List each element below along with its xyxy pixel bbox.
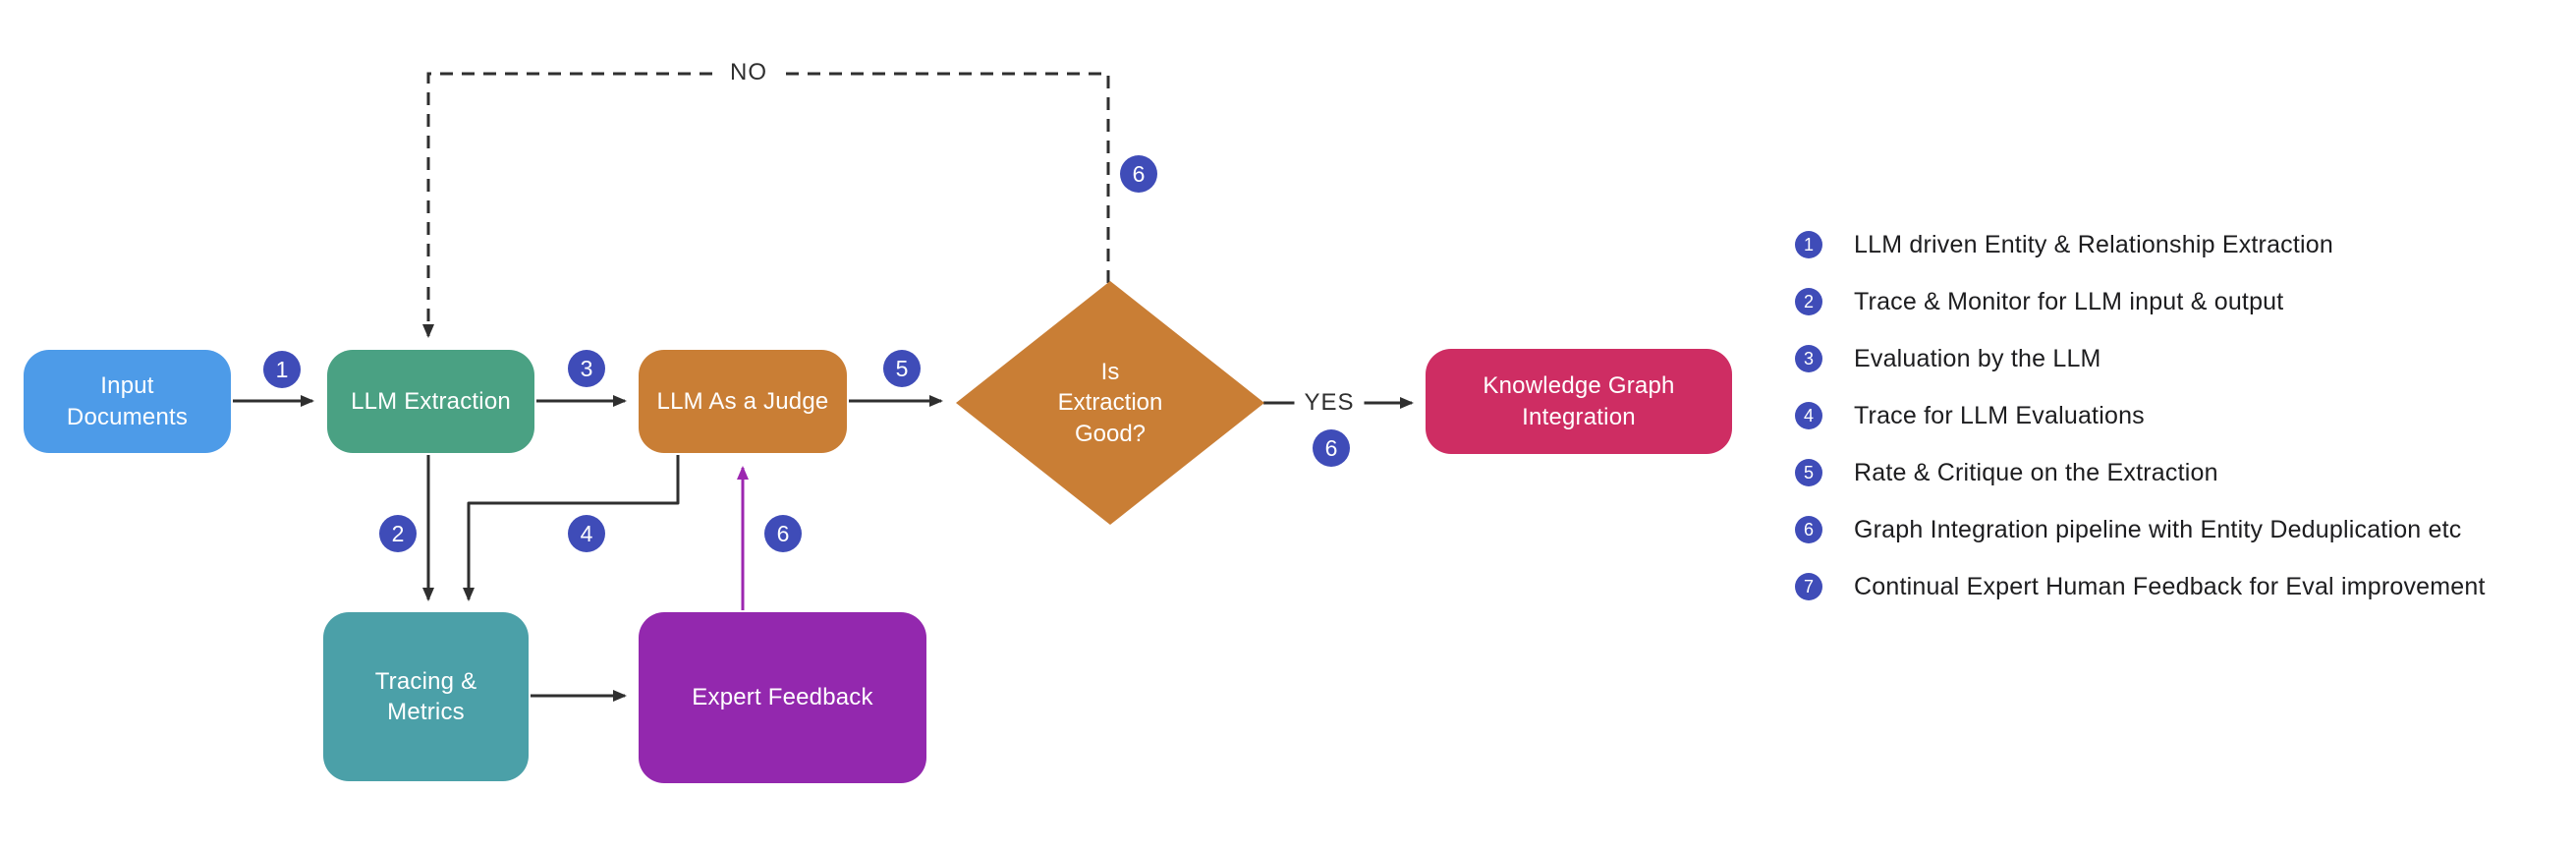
- legend-item-3: 3 Evaluation by the LLM: [1795, 344, 2101, 373]
- edge-judge-tracing: [463, 455, 680, 601]
- legend-badge-5: 5: [1795, 459, 1822, 486]
- legend-item-1: 1 LLM driven Entity & Relationship Extra…: [1795, 230, 2333, 259]
- legend-badge-6: 6: [1795, 516, 1822, 543]
- edge-label-yes: YES: [1294, 387, 1365, 419]
- legend-badge-3: 3: [1795, 345, 1822, 372]
- legend-label-1: LLM driven Entity & Relationship Extract…: [1854, 230, 2333, 258]
- badge-step-6-loop: 6: [1120, 155, 1157, 193]
- legend-badge-2: 2: [1795, 288, 1822, 315]
- legend-item-4: 4 Trace for LLM Evaluations: [1795, 401, 2145, 430]
- legend-item-7: 7 Continual Expert Human Feedback for Ev…: [1795, 572, 2486, 601]
- legend-label-2: Trace & Monitor for LLM input & output: [1854, 287, 2284, 315]
- badge-step-3: 3: [568, 350, 605, 387]
- legend-item-2: 2 Trace & Monitor for LLM input & output: [1795, 287, 2283, 316]
- edge-no-loop: [422, 72, 1110, 338]
- decision-diamond-shape: [956, 281, 1264, 525]
- node-llm-as-a-judge: LLM As a Judge: [639, 350, 847, 453]
- node-tracing-metrics: Tracing & Metrics: [323, 612, 529, 781]
- legend-item-6: 6 Graph Integration pipeline with Entity…: [1795, 515, 2462, 544]
- node-input-documents: Input Documents: [24, 350, 231, 453]
- badge-step-2: 2: [379, 515, 417, 552]
- legend-badge-1: 1: [1795, 231, 1822, 258]
- edge-label-no: NO: [720, 57, 777, 88]
- node-expert-feedback: Expert Feedback: [639, 612, 926, 783]
- badge-step-7: 6: [764, 515, 802, 552]
- legend-label-5: Rate & Critique on the Extraction: [1854, 458, 2218, 486]
- legend-label-4: Trace for LLM Evaluations: [1854, 401, 2145, 429]
- legend-label-3: Evaluation by the LLM: [1854, 344, 2101, 372]
- legend-label-7: Continual Expert Human Feedback for Eval…: [1854, 572, 2486, 600]
- badge-step-5: 5: [883, 350, 921, 387]
- legend-badge-7: 7: [1795, 573, 1822, 600]
- legend-item-5: 5 Rate & Critique on the Extraction: [1795, 458, 2218, 487]
- node-decision-label: Is Extraction Good?: [1057, 359, 1163, 447]
- node-knowledge-graph-integration: Knowledge Graph Integration: [1426, 349, 1732, 454]
- badge-step-6-yes: 6: [1313, 429, 1350, 467]
- legend-label-6: Graph Integration pipeline with Entity D…: [1854, 515, 2462, 543]
- badge-step-4: 4: [568, 515, 605, 552]
- legend-badge-4: 4: [1795, 402, 1822, 429]
- node-llm-extraction: LLM Extraction: [327, 350, 534, 453]
- badge-step-1: 1: [263, 351, 301, 388]
